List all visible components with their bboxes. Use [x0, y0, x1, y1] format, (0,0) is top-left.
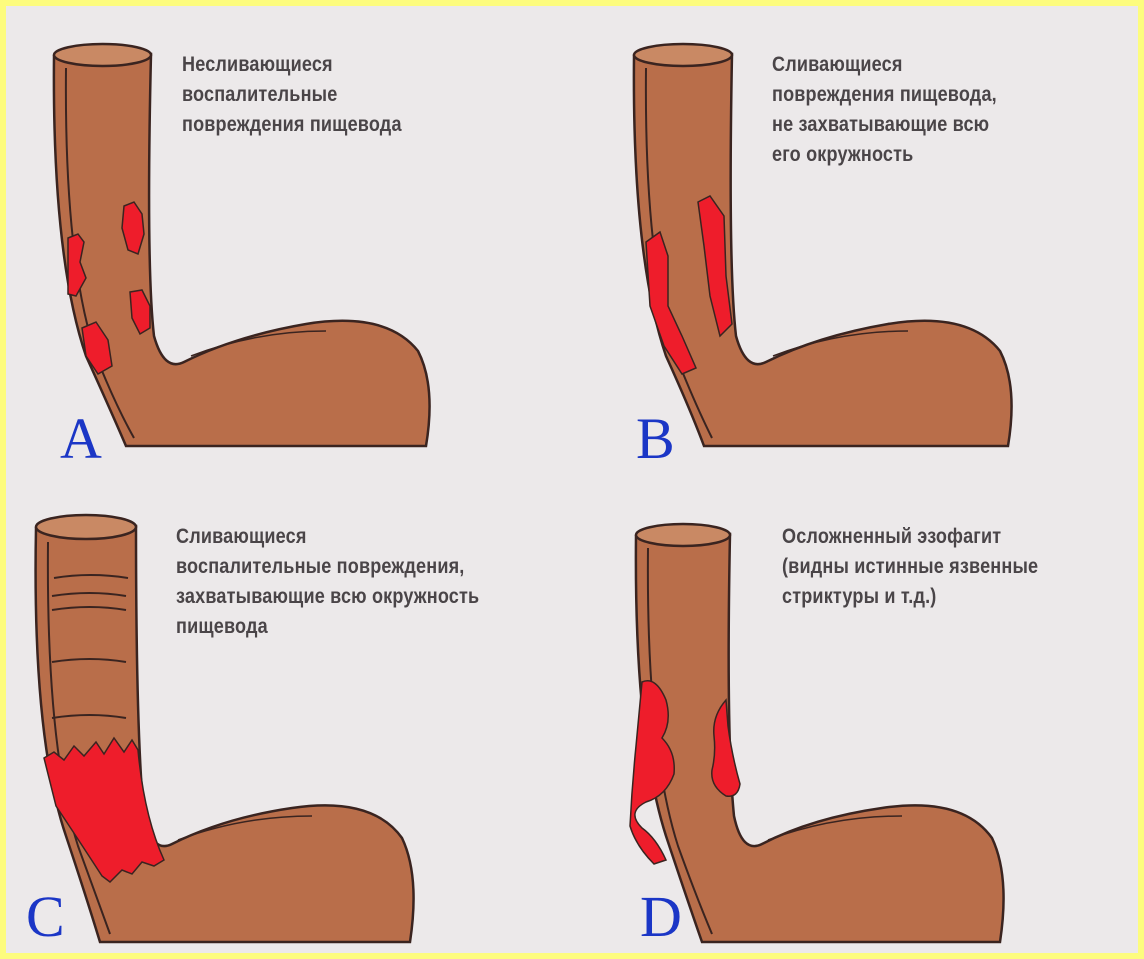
panel-letter-d: D: [640, 888, 682, 946]
panel-letter-a: A: [60, 410, 102, 468]
caption-line: воспалительные повреждения,: [176, 552, 479, 582]
panel-a: Несливающиеся воспалительные повреждения…: [6, 6, 566, 476]
caption-line: воспалительные: [182, 80, 402, 110]
lesion-circumferential: [44, 738, 164, 882]
esophagus-opening: [36, 515, 136, 539]
caption-line: Несливающиеся: [182, 50, 402, 80]
esophagus-opening: [634, 44, 732, 66]
diagram-canvas: Несливающиеся воспалительные повреждения…: [6, 6, 1138, 953]
caption-line: не захватывающие всю: [772, 110, 997, 140]
caption-line: Сливающиеся: [772, 50, 997, 80]
caption-line: повреждения пищевода,: [772, 80, 997, 110]
caption-line: пищевода: [176, 612, 479, 642]
caption-c: Сливающиеся воспалительные повреждения, …: [176, 522, 479, 642]
esophagus-opening: [636, 524, 730, 546]
caption-line: стриктуры и т.д.): [782, 582, 1038, 612]
caption-b: Сливающиеся повреждения пищевода, не зах…: [772, 50, 997, 170]
panel-letter-b: B: [636, 410, 675, 468]
panel-b: Сливающиеся повреждения пищевода, не зах…: [586, 6, 1138, 476]
caption-line: (видны истинные язвенные: [782, 552, 1038, 582]
caption-line: его окружность: [772, 140, 997, 170]
caption-a: Несливающиеся воспалительные повреждения…: [182, 50, 402, 140]
panel-letter-c: C: [26, 888, 65, 946]
esophagus-opening: [54, 44, 151, 66]
caption-line: захватывающие всю окружность: [176, 582, 479, 612]
caption-d: Осложненный эзофагит (видны истинные язв…: [782, 522, 1038, 612]
caption-line: повреждения пищевода: [182, 110, 402, 140]
panel-c: Сливающиеся воспалительные повреждения, …: [6, 486, 566, 953]
caption-line: Осложненный эзофагит: [782, 522, 1038, 552]
panel-d: Осложненный эзофагит (видны истинные язв…: [586, 486, 1138, 953]
caption-line: Сливающиеся: [176, 522, 479, 552]
